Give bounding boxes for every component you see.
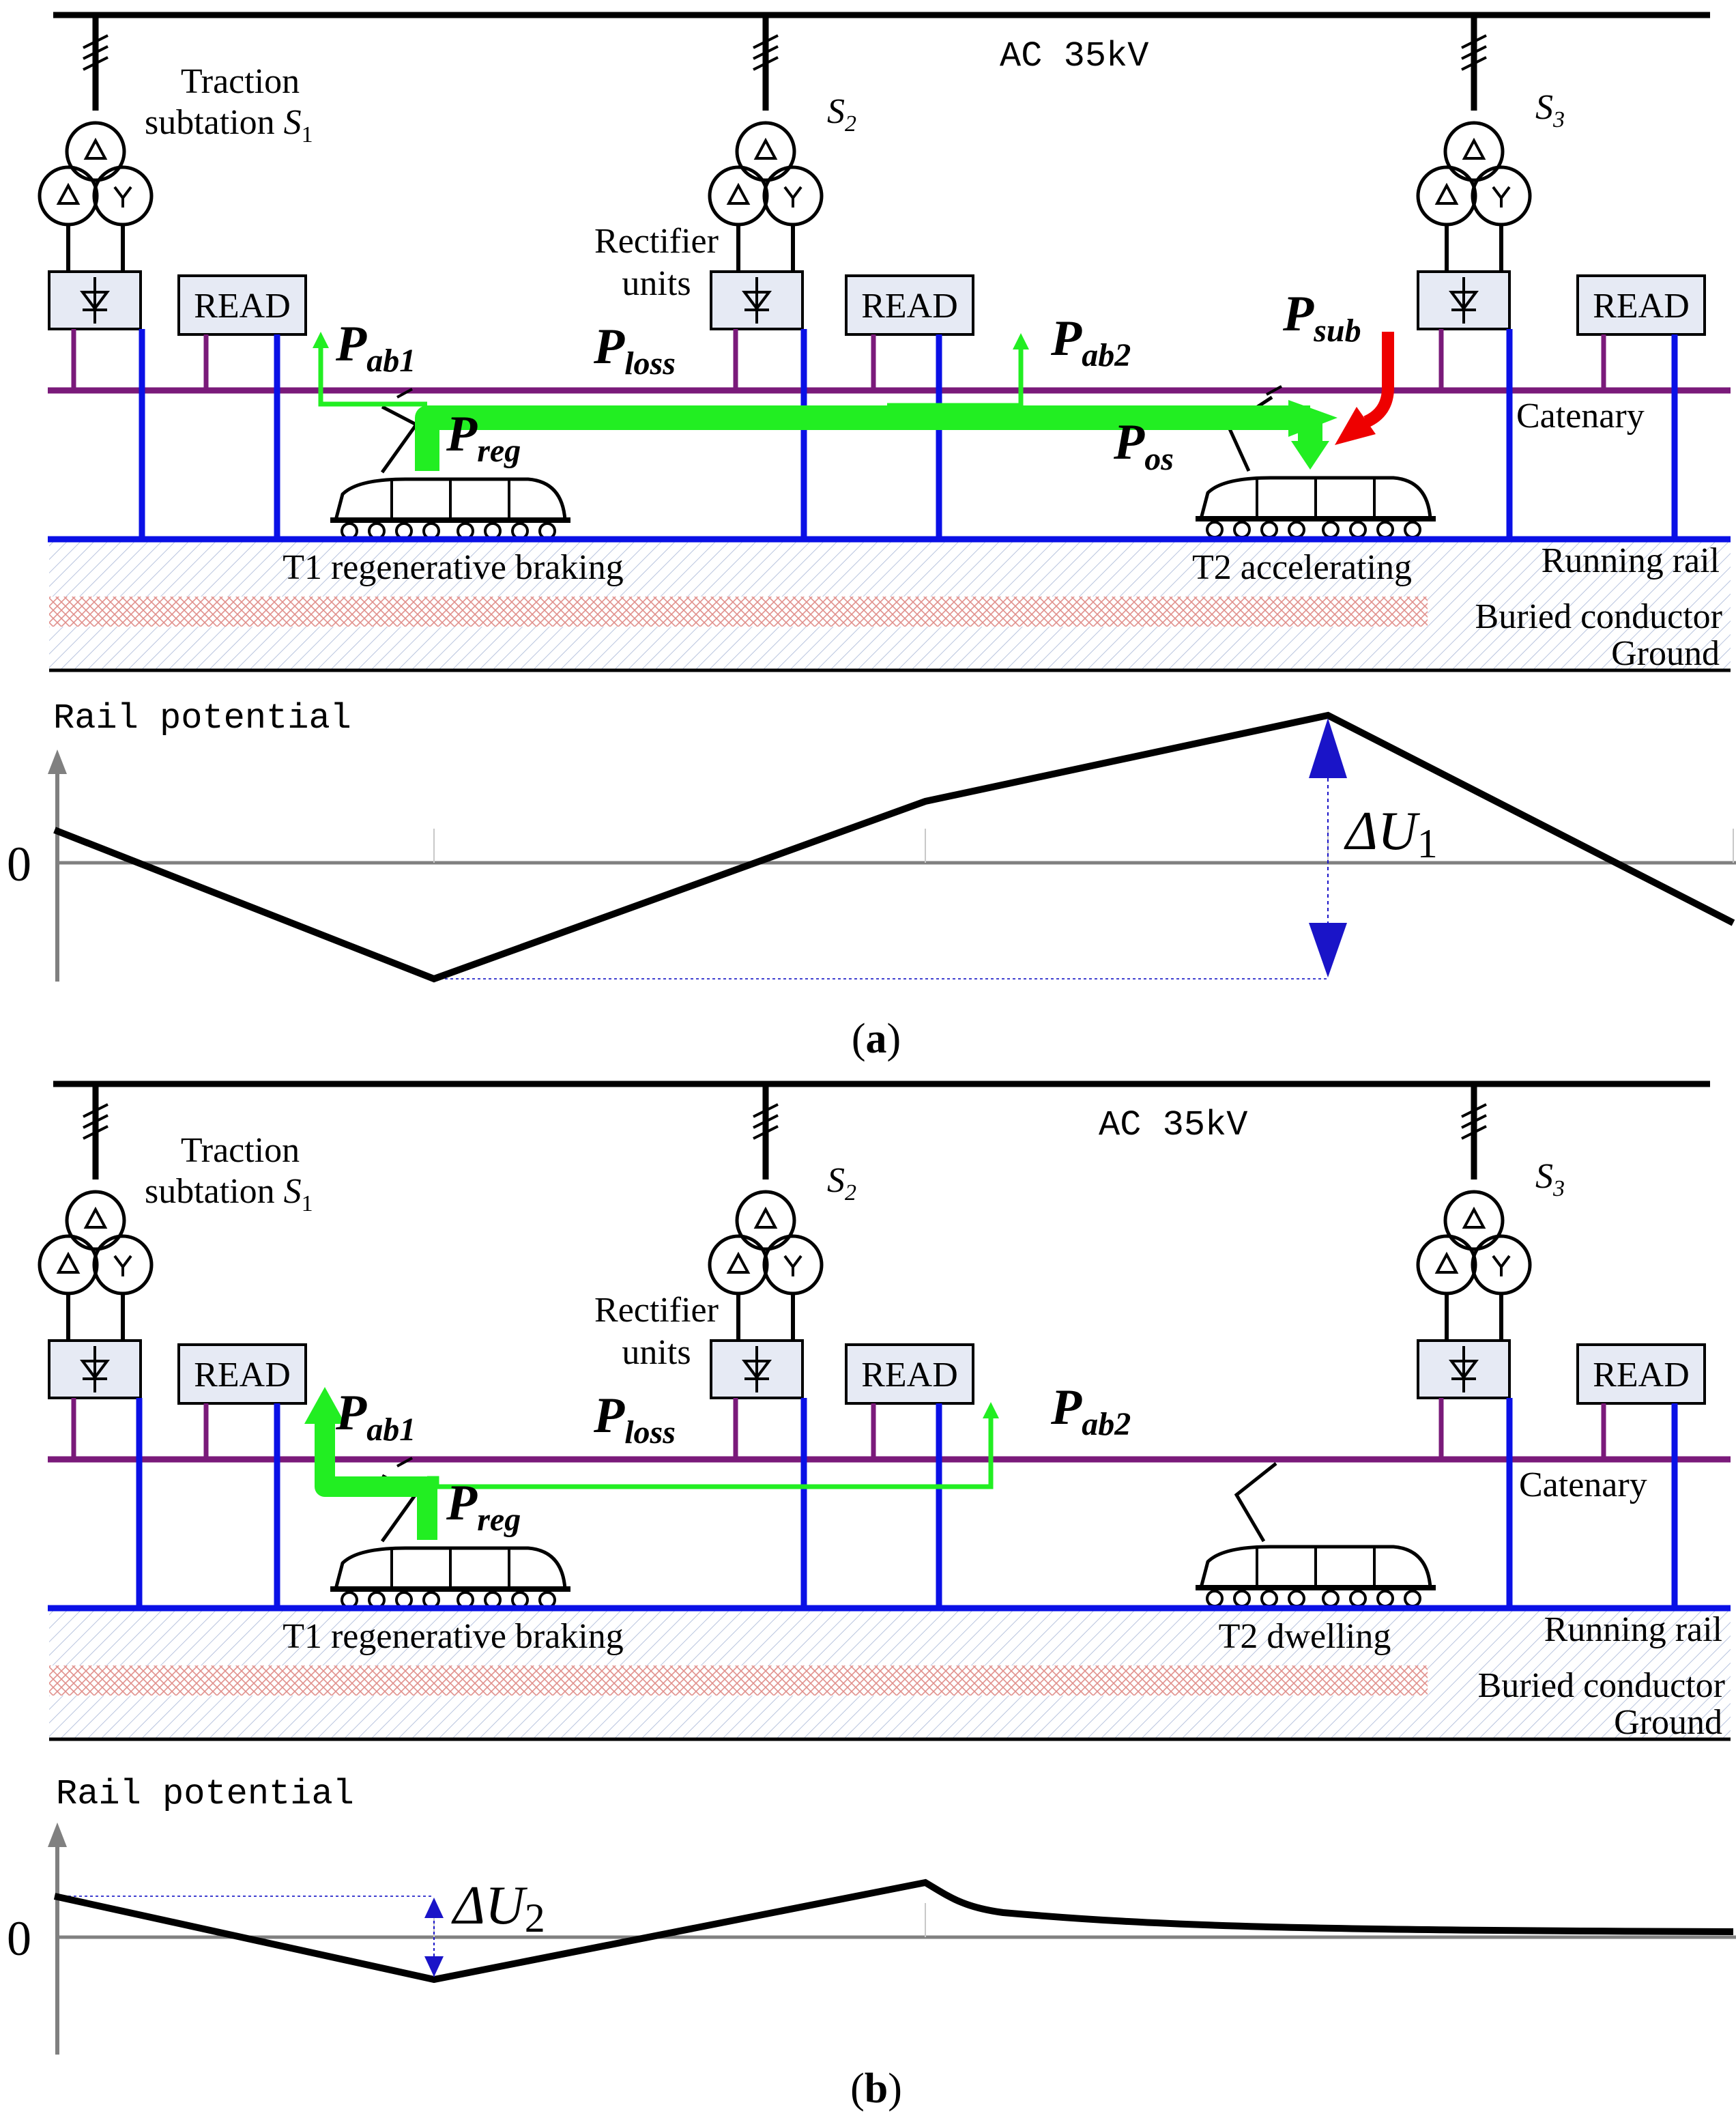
transformer-icon [40,1084,151,1356]
catenary-label: Catenary [1519,1466,1647,1504]
rectifier-diode-icon [710,1339,804,1399]
read-label: READ [1593,287,1690,326]
p-ab2-label: Pab2 [1050,1379,1131,1442]
rail-potential-curve [53,1878,1734,1984]
rectifier-label-line1: Rectifier [594,1291,719,1330]
rail-potential-curve [53,711,1735,983]
running-rail-label: Running rail [1544,1610,1722,1649]
panel-b-caption: (b) [850,2065,902,2112]
read-label: READ [194,1356,291,1395]
running-rail-label: Running rail [1542,541,1720,580]
substation-s3-label: S3 [1535,88,1565,132]
p-sub-label: Psub [1282,286,1361,349]
substation-s1-line1: Traction [181,62,300,101]
delta-arrow-down [1309,923,1347,977]
regen-power-flow [304,1387,999,1540]
t1-label: T1 regenerative braking [283,548,624,587]
read-label: READ [861,1356,958,1395]
t2-label: T2 accelerating [1192,548,1412,587]
substation-s2-label: S2 [827,92,856,137]
rail-potential-label: Rail potential [56,1774,354,1814]
delta-arrow-up [1309,718,1347,778]
transformer-icon [40,15,151,287]
transformer-icon [710,1084,822,1356]
rectifier-diode-icon [48,1339,142,1399]
delta-u2-label: ΔU2 [451,1876,545,1941]
ground-label: Ground [1611,634,1720,673]
panel-a-caption: (a) [852,1016,901,1062]
transformer-icon [710,15,822,287]
rectifier-diode-icon [1417,1339,1511,1399]
substation-s3-label: S3 [1535,1157,1565,1201]
panel-a: AC 35kV Traction subtation S1 S2 S3 Rect… [7,12,1736,1062]
rectifier-label-line2: units [622,264,691,303]
p-os-label: Pos [1113,414,1174,477]
delta-u1-label: ΔU1 [1344,801,1438,866]
p-reg-label: Preg [446,406,521,469]
buried-conductor-label: Buried conductor [1478,1666,1725,1705]
rectifier-label-line2: units [622,1333,691,1372]
panel-b: AC 35kV Traction subtation S1 S2 S3 Rect… [7,1081,1736,2112]
catenary-label: Catenary [1516,397,1645,435]
read-label: READ [861,287,958,326]
zero-label: 0 [7,1911,31,1966]
substation-s1-line1: Traction [181,1131,300,1170]
substation-s1-line2: subtation S1 [145,1172,313,1216]
p-ab1-label: Pab1 [335,1385,416,1448]
p-loss-label: Ploss [593,319,676,382]
delta-arrow-down [424,1956,444,1977]
rectifier-label-line1: Rectifier [594,222,719,261]
p-loss-label: Ploss [593,1388,676,1450]
ground-label: Ground [1614,1703,1722,1742]
substation-s1-line2: subtation S1 [145,103,313,147]
rectifier-diode-icon [1417,270,1511,330]
buried-conductor-label: Buried conductor [1475,597,1722,636]
buried-conductor [49,1665,1428,1696]
train-t2-icon [1196,1462,1436,1606]
t1-label: T1 regenerative braking [283,1617,624,1656]
regen-power-flow [313,332,1337,471]
read-label: READ [194,287,291,326]
ac-voltage-label: AC 35kV [1099,1105,1247,1145]
zero-label: 0 [7,837,31,891]
t2-label: T2 dwelling [1219,1617,1391,1656]
delta-arrow-up [424,1898,444,1918]
rectifier-diode-icon [48,270,142,330]
p-ab1-label: Pab1 [335,316,416,379]
substation-power-flow [1335,332,1394,445]
transformer-icon [1418,15,1530,287]
rectifier-diode-icon [710,270,804,330]
ac-voltage-label: AC 35kV [1000,36,1148,76]
buried-conductor [49,597,1428,627]
substation-s2-label: S2 [827,1161,856,1205]
p-ab2-label: Pab2 [1050,311,1131,373]
transformer-icon [1418,1084,1530,1356]
rail-potential-label: Rail potential [53,698,351,739]
p-reg-label: Preg [446,1475,521,1538]
read-label: READ [1593,1356,1690,1395]
